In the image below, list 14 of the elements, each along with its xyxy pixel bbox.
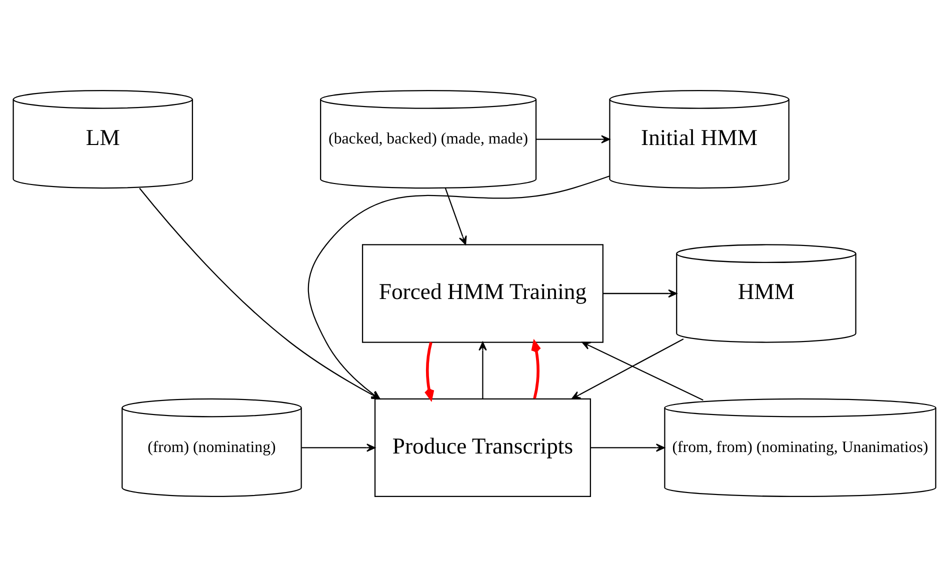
arrow (139, 188, 380, 400)
arrow (308, 176, 610, 400)
arrow (302, 444, 376, 452)
arrow (590, 444, 665, 452)
node-box: Forced HMM Training (362, 244, 604, 343)
arrow (603, 289, 678, 298)
arrow (536, 135, 610, 144)
arrow (424, 342, 434, 400)
arrow (444, 188, 467, 245)
arrow (571, 338, 684, 400)
arrow (478, 342, 487, 399)
arrow (531, 340, 542, 399)
node-box: Produce Transcripts (374, 398, 591, 498)
arrow (582, 342, 704, 401)
